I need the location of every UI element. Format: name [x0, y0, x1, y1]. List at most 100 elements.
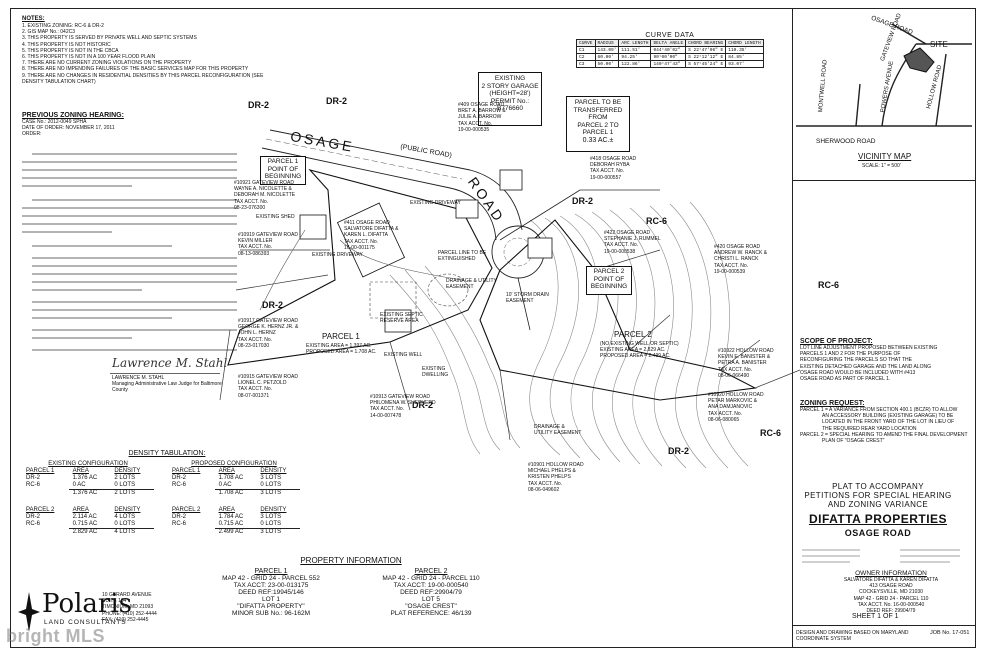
curve-cell: S 22°12'12" E — [685, 53, 727, 61]
callout-line: PARCEL TO BE — [574, 99, 622, 106]
owner-label: #411 OSAGE ROAD SALVATORE DIFATTA & KARE… — [344, 220, 399, 251]
owner-info-line: SALVATORE DIFATTA & KAREN DIFATTA — [843, 577, 939, 583]
property-line: "OSAGE CREST" — [405, 603, 457, 610]
firm-address-line: SUITE 104 — [102, 598, 127, 605]
notes-item: 5. THIS PROPERTY IS NOT IN THE CBCA — [22, 47, 119, 54]
lot-lines — [219, 189, 800, 441]
density-cell: 1.376 AC — [72, 475, 98, 481]
title-block: PLAT TO ACCOMPANY PETITIONS FOR SPECIAL … — [780, 482, 976, 538]
property-info-parcel2: PARCEL 2 MAP 42 - GRID 24 - PARCEL 110 T… — [356, 568, 506, 617]
site-plan — [219, 129, 800, 469]
scope-block: SCOPE OF PROJECT: LOT LINE ADJUSTMENT PR… — [800, 338, 974, 382]
scope-line: LOT LINE ADJUSTMENT PROPOSED BETWEEN EXI… — [800, 345, 938, 351]
notes-block: NOTES: 1. EXISTING ZONING: RC-6 & DR-2 2… — [22, 16, 282, 85]
notes-item: 7. THERE ARE NO CURRENT ZONING VIOLATION… — [22, 60, 192, 67]
vicinity-label: SHERWOOD ROAD — [816, 138, 876, 145]
density-cell: 2.499 AC — [218, 529, 244, 535]
judge-signature: Lawrence M. Stahl — [112, 356, 228, 370]
density-cell: 1.708 AC — [218, 490, 244, 496]
density-header: AREA — [218, 468, 235, 474]
curve-cell: 93.07' — [725, 60, 764, 68]
map-small-label: EXISTING WELL — [384, 352, 423, 358]
curve-header-row: CURVE RADIUS ARC LENGTH DELTA ANGLE CHOR… — [576, 39, 764, 47]
density-cell: 2 LOTS — [114, 490, 136, 496]
density-cell: 3 LOTS — [260, 529, 282, 535]
curve-cell: 110.35' — [725, 46, 764, 54]
density-cell: 4 LOTS — [114, 529, 136, 535]
density-cell: 0 LOTS — [256, 482, 300, 490]
site-outline — [903, 47, 935, 73]
parcel-2-boundary — [479, 219, 757, 401]
property-line: LOT 1 — [262, 596, 280, 603]
project-road: OSAGE ROAD — [844, 528, 912, 538]
curve-cell: C1 — [576, 46, 596, 54]
zone-label: DR-2 — [412, 400, 434, 410]
density-header: DENSITY — [114, 507, 141, 513]
curve-cell: 84.85' — [725, 53, 764, 61]
density-cell: 3 LOTS — [260, 475, 282, 481]
curve-header-cell: CHORD BEARING — [685, 39, 727, 47]
notes-item: 9. THERE ARE NO CHANGES IN RESIDENTIAL D… — [22, 72, 264, 85]
compass-icon — [18, 592, 40, 632]
parcel1-area: EXISTING AREA = 1.397 AC. — [306, 343, 372, 349]
owner-label: #10901 HOLLOW ROAD MICHAEL PHELPS & KRIS… — [528, 462, 584, 493]
density-cell: 2.114 AC — [72, 514, 97, 520]
property-line: MAP 42 - GRID 24 - PARCEL 110 — [382, 575, 480, 582]
firm-address-line: TIMONIUM, MD 21093 — [102, 604, 154, 611]
density-cell: DR-2 — [26, 475, 41, 481]
footer-divider — [792, 625, 976, 626]
density-cell: DR-2 — [26, 514, 41, 520]
watermark: bright MLS — [6, 626, 105, 646]
map-small-label: EXISTING SEPTIC RESERVE AREA — [380, 312, 423, 325]
parcel2-area: PROPOSED AREA = 2.499 AC. — [600, 353, 671, 359]
density-cell: 0 LOTS — [256, 521, 300, 529]
firm-address-line: FAX: (410) 252-4445 — [102, 616, 149, 623]
map-small-label: EXISTING DRIVEWAY — [410, 200, 461, 206]
density-cell: 1.784 AC — [218, 514, 244, 520]
callout-line: 0.33 AC.± — [582, 136, 614, 144]
owner-label: #420 OSAGE ROAD ANDREW W. RANCK & CHRIST… — [714, 244, 768, 275]
density-cell: RC-6 — [172, 482, 187, 489]
curve-cell: 111.51' — [618, 46, 652, 54]
callout-line: BEGINNING — [590, 283, 628, 290]
density-spacer — [22, 497, 69, 507]
parcel1-area: PROPOSED AREA = 1.708 AC. — [306, 349, 377, 355]
curve-cell: S 57°45'24" E — [685, 60, 727, 68]
zone-label: DR-2 — [572, 196, 594, 206]
density-block: DENSITY TABULATION: EXISTING CONFIGURATI… — [22, 450, 312, 536]
signature-line — [110, 373, 220, 374]
zoning-request-title: ZONING REQUEST: — [800, 400, 865, 407]
firm-address-line: 10 GERARD AVENUE — [102, 592, 152, 598]
scope-line: OSAGE ROAD WOULD BE INCLUDED WITH #413 — [800, 369, 916, 376]
owner-label: #10921 GATEVIEW ROAD WAYNE A. NICOLETTE … — [234, 180, 296, 211]
density-cell: 1.708 AC — [218, 475, 244, 481]
title-line: AND ZONING VARIANCE — [827, 500, 929, 509]
map-small-label: EXISTING SHED — [256, 214, 295, 220]
owner-label: #10917 GATEVIEW ROAD GEORGE K. HERNZ JR.… — [238, 318, 299, 349]
density-cell: 3 LOTS — [260, 490, 282, 496]
scope-line: PARCELS 1 AND 2 FOR THE PURPOSE OF — [800, 351, 901, 358]
garage-callout: EXISTING 2 STORY GARAGE (HEIGHT=28') PER… — [478, 72, 542, 126]
callout-line: BEGINNING — [264, 173, 302, 180]
density-cell — [22, 490, 69, 498]
zone-label: RC-6 — [760, 428, 782, 438]
curve-header-cell: DELTA ANGLE — [650, 39, 687, 47]
curve-cell: S 22°47'06" E — [685, 46, 727, 54]
density-cell: 3 LOTS — [260, 514, 282, 520]
scope-title: SCOPE OF PROJECT: — [800, 338, 873, 345]
density-header: DENSITY — [114, 468, 141, 474]
previous-zoning-line: CASE No.: 2012-0049 SPHA — [22, 119, 87, 125]
density-header: PARCEL 1 — [26, 468, 55, 474]
property-line: TAX ACCT: 23-00-013175 — [233, 582, 309, 589]
project-name: DIFATTA PROPERTIES — [808, 512, 948, 526]
parcel-1-boundary — [227, 168, 493, 366]
curve-header-cell: ARC LENGTH — [618, 39, 652, 47]
parcel2-pob-callout: PARCEL 2 POINT OF BEGINNING — [586, 266, 632, 295]
zone-label: DR-2 — [668, 446, 690, 456]
property-line: TAX ACCT: 19-00-000540 — [393, 582, 469, 589]
density-cell: 0 LOTS — [110, 521, 154, 529]
zoning-request-block: ZONING REQUEST: PARCEL 1 = A VARIANCE FR… — [800, 400, 974, 444]
